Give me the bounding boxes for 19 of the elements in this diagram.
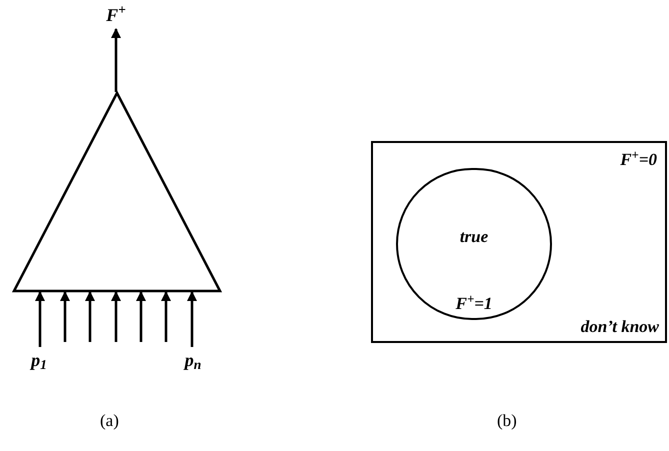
circle-region (396, 168, 552, 320)
arrow (111, 291, 121, 342)
region-label: true (460, 228, 488, 245)
arrow (60, 291, 70, 342)
arrow (136, 291, 146, 342)
panel-label: (b) (497, 410, 517, 432)
panel-label: (a) (100, 410, 119, 432)
arrow (35, 291, 45, 347)
region-label: don’t know (580, 318, 659, 335)
signal-label: p$_{1}$ (31, 351, 47, 369)
rectangle-region (371, 141, 667, 343)
arrow (187, 291, 197, 347)
region-label: F$^{+}$=1 (456, 295, 492, 312)
arrow (161, 291, 171, 342)
arrow (85, 291, 95, 342)
signal-label: F$^{+}$ (106, 6, 126, 24)
signal-label: p$_{n}$ (184, 351, 202, 369)
region-label: F$^{+}$=0 (620, 151, 657, 168)
arrow (111, 28, 121, 92)
